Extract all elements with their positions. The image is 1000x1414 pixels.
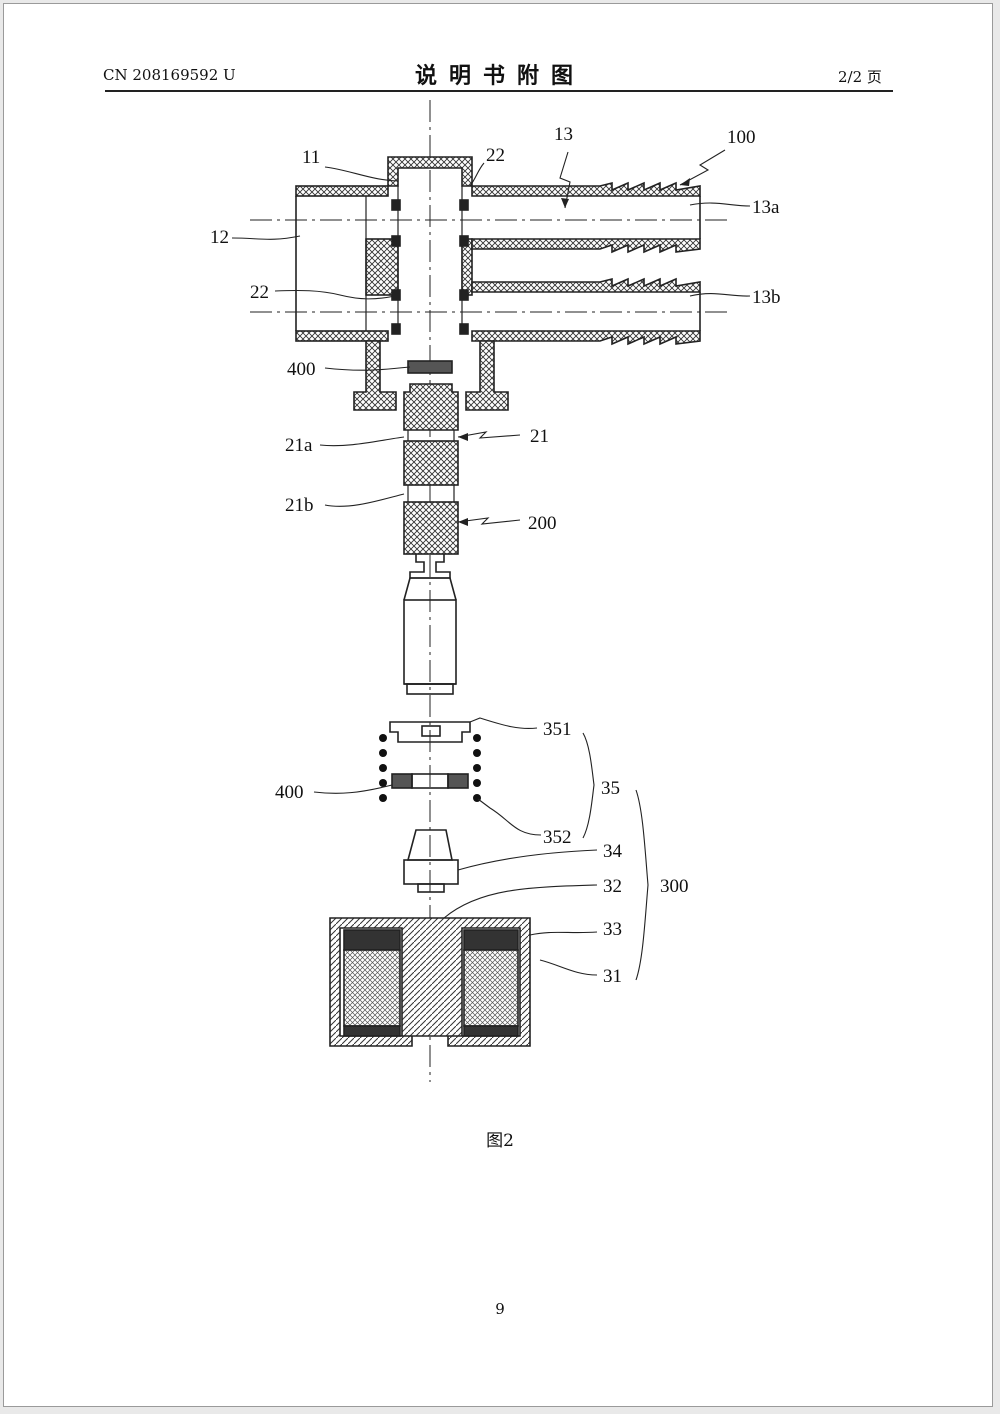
label-352: 352 [543, 827, 572, 848]
page-number: 9 [495, 1300, 505, 1318]
label-13: 13 [554, 124, 573, 145]
leader-lines [231, 149, 751, 981]
label-22-left: 22 [250, 282, 269, 303]
label-300: 300 [660, 876, 689, 897]
valve-body [250, 156, 730, 411]
label-351: 351 [543, 719, 572, 740]
label-32: 32 [603, 876, 622, 897]
label-13b: 13b [752, 287, 781, 308]
label-12: 12 [210, 227, 229, 248]
label-21: 21 [530, 426, 549, 447]
label-21a: 21a [285, 435, 313, 456]
patent-page [3, 3, 993, 1407]
label-11: 11 [302, 147, 320, 168]
page-title: 说明书附图 [414, 64, 585, 89]
reference-labels: 100 11 22 13 13a 12 22 13b 400 21a 21 21… [210, 124, 781, 987]
leader-arrows [458, 178, 690, 526]
label-22-top: 22 [486, 145, 505, 166]
header-rule [105, 90, 893, 92]
label-31: 31 [603, 966, 622, 987]
figure-caption: 图2 [486, 1131, 514, 1151]
page-counter: 2/2 页 [838, 68, 882, 86]
coil-housing [329, 917, 531, 1047]
spring-assembly [379, 721, 481, 802]
label-200: 200 [528, 513, 557, 534]
label-35: 35 [601, 778, 620, 799]
seal-400-top [407, 360, 453, 374]
valve-core [403, 383, 459, 695]
label-400-top: 400 [287, 359, 316, 380]
label-400-bottom: 400 [275, 782, 304, 803]
label-34: 34 [603, 841, 623, 862]
label-13a: 13a [752, 197, 780, 218]
iron-core-34 [403, 829, 459, 893]
label-21b: 21b [285, 495, 314, 516]
label-33: 33 [603, 919, 622, 940]
document-number: CN 208169592 U [103, 66, 236, 84]
label-100: 100 [727, 127, 756, 148]
